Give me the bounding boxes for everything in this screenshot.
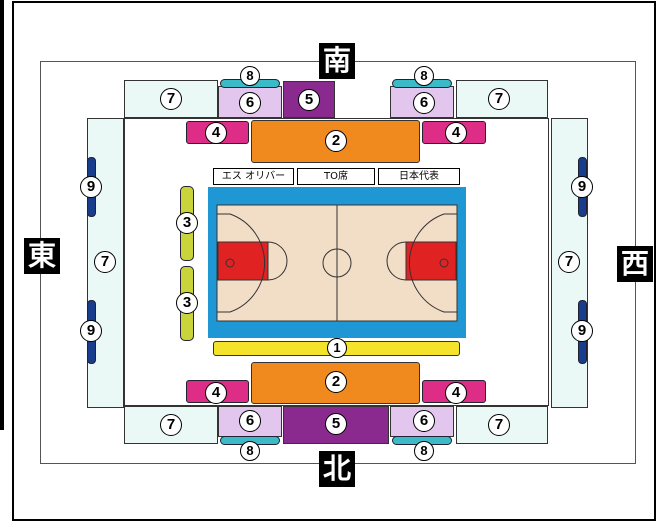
- basketball-court: [208, 187, 466, 338]
- direction-west: 西: [617, 246, 653, 282]
- zone-number-7: 7: [488, 88, 510, 110]
- to-seat-label: TO席: [297, 168, 375, 185]
- direction-east: 東: [24, 238, 60, 274]
- zone-number-9: 9: [571, 176, 593, 198]
- zone-number-8: 8: [240, 66, 260, 86]
- zone-number-3: 3: [176, 212, 198, 234]
- zone-number-6: 6: [239, 92, 261, 114]
- zone-number-6: 6: [413, 410, 435, 432]
- zone-number-6: 6: [413, 92, 435, 114]
- team-bench-west-label: 日本代表: [378, 168, 460, 185]
- rim-right: [439, 258, 449, 268]
- rim-left: [225, 258, 235, 268]
- direction-south: 南: [319, 43, 355, 79]
- zone-number-4: 4: [445, 122, 467, 144]
- zone-number-7: 7: [94, 251, 116, 273]
- three-point-line-left: [217, 213, 266, 313]
- key-right: [405, 241, 457, 281]
- key-left: [217, 241, 269, 281]
- zone-number-6: 6: [239, 410, 261, 432]
- zone-number-3: 3: [176, 292, 198, 314]
- zone-number-4: 4: [205, 382, 227, 404]
- zone-number-5: 5: [325, 413, 347, 435]
- zone-number-7: 7: [160, 414, 182, 436]
- zone-number-7: 7: [558, 251, 580, 273]
- zone-number-7: 7: [160, 88, 182, 110]
- zone-number-9: 9: [80, 320, 102, 342]
- team-bench-east-label: エス オリバー: [213, 168, 294, 185]
- direction-north: 北: [319, 451, 355, 487]
- center-circle: [322, 248, 352, 278]
- zone-number-9: 9: [571, 320, 593, 342]
- zone-number-7: 7: [488, 414, 510, 436]
- free-throw-arc-right: [386, 241, 407, 281]
- zone-number-2: 2: [325, 130, 347, 152]
- zone-number-1: 1: [327, 338, 347, 358]
- zone-number-8: 8: [240, 441, 260, 461]
- zone-number-2: 2: [325, 371, 347, 393]
- zone-number-8: 8: [414, 441, 434, 461]
- left-edge-bar: [0, 0, 4, 430]
- zone-number-4: 4: [445, 382, 467, 404]
- three-point-line-right: [408, 213, 457, 313]
- zone-number-4: 4: [205, 122, 227, 144]
- free-throw-arc-left: [267, 241, 288, 281]
- zone-number-8: 8: [414, 66, 434, 86]
- zone-number-5: 5: [298, 89, 320, 111]
- zone-number-9: 9: [80, 176, 102, 198]
